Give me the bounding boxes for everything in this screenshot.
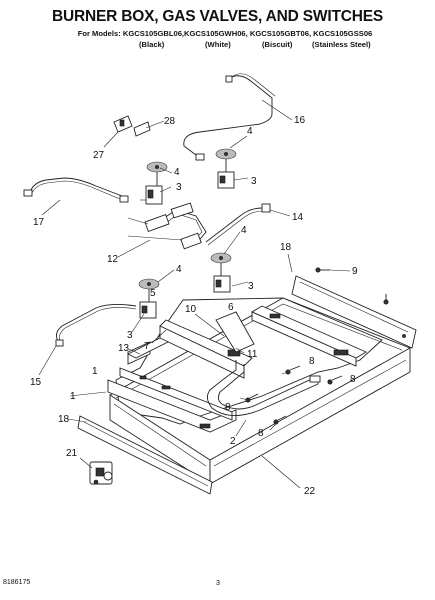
- callout-5: 5: [150, 288, 156, 299]
- callout-1-lower: 1: [70, 391, 76, 402]
- callout-3-c: 3: [248, 281, 254, 292]
- gas-tube-middle: [205, 203, 271, 246]
- callout-4-a: 4: [174, 167, 180, 178]
- burner-caps: [138, 148, 237, 290]
- callout-28: 28: [164, 116, 176, 127]
- callout-8-c: 8: [225, 402, 231, 413]
- callout-27: 27: [93, 150, 105, 161]
- callout-14: 14: [292, 212, 304, 223]
- switch-and-bracket: [113, 115, 151, 137]
- callout-labels: 8186175 1 1 2 3 3 3 3 4 4 4 4 5 6 7 8 8 …: [3, 115, 358, 586]
- gas-tube-upper-right: [183, 73, 276, 161]
- callout-18-front: 18: [58, 414, 70, 425]
- callout: 8186175: [3, 579, 30, 586]
- callout-15: 15: [30, 377, 42, 388]
- gas-tube-lower-left: [55, 303, 137, 347]
- bracket-right: [291, 275, 417, 349]
- callout-17: 17: [33, 217, 45, 228]
- callout-3-a: 3: [176, 182, 182, 193]
- callout-13: 13: [118, 343, 130, 354]
- variant-white: (White): [205, 40, 231, 49]
- bracket-front: [77, 415, 213, 495]
- callout-10: 10: [185, 304, 197, 315]
- callout-21: 21: [66, 448, 78, 459]
- callout-22: 22: [304, 486, 316, 497]
- callout-7: 7: [144, 341, 150, 352]
- callout-6: 6: [228, 302, 234, 313]
- gas-tube-left: [23, 177, 129, 203]
- callout-3-b: 3: [251, 176, 257, 187]
- callout-4-c: 4: [241, 225, 247, 236]
- frame-bracket-left: [107, 341, 237, 433]
- frame-left: [126, 311, 255, 379]
- callout-12: 12: [107, 254, 119, 265]
- callout-4-d: 4: [176, 264, 182, 275]
- callout-16: 16: [294, 115, 306, 126]
- u-burner-pipe: [207, 360, 321, 416]
- callout-18-right: 18: [280, 242, 292, 253]
- variant-black: (Black): [139, 40, 165, 49]
- leader-lines: [38, 99, 351, 489]
- regulator: [89, 461, 113, 485]
- callout-8-b: 8: [350, 374, 356, 385]
- callout-1-left: 1: [92, 366, 98, 377]
- variant-stainless-steel: (Stainless Steel): [312, 40, 371, 49]
- model-list: For Models: KGCS105GBL06,KGCS105GWH06, K…: [77, 29, 373, 38]
- page-title: BURNER BOX, GAS VALVES, AND SWITCHES: [52, 8, 383, 25]
- frame-bracket-right: [251, 305, 367, 367]
- screws-9: [315, 267, 389, 305]
- callout-3-d: 3: [127, 330, 133, 341]
- callout-8-d: 8: [258, 428, 264, 439]
- callout-4-b: 4: [247, 126, 253, 137]
- variant-biscuit: (Biscuit): [262, 40, 293, 49]
- wire-harness: [127, 202, 207, 250]
- callout-2: 2: [230, 436, 236, 447]
- callout-11: 11: [247, 349, 258, 360]
- callout-9: 9: [352, 266, 358, 277]
- page-number: 3: [216, 580, 220, 587]
- callout-8-a: 8: [309, 356, 315, 367]
